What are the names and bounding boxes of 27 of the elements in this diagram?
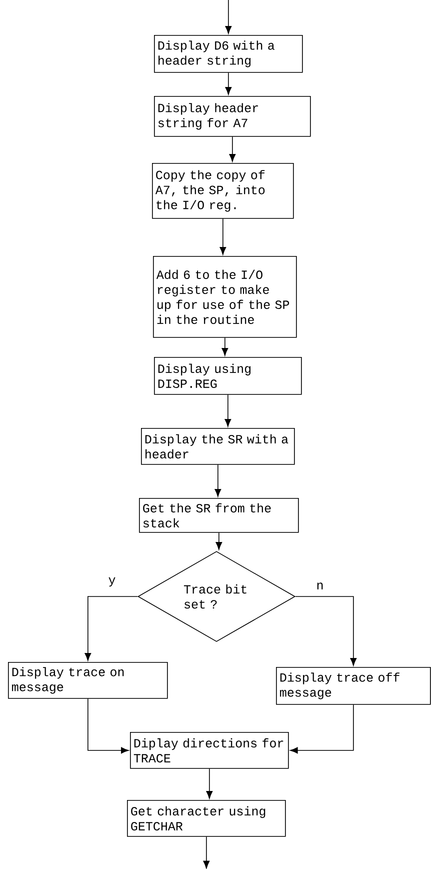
arrow xyxy=(224,394,232,427)
process-box: Add 6 to the I/O register to make up for use of the SP in the routine xyxy=(153,256,297,338)
process-box: Display using DISP.REG xyxy=(154,357,302,395)
edge-label: n xyxy=(315,582,325,590)
arrow xyxy=(84,596,138,661)
arrow xyxy=(203,836,210,869)
arrow xyxy=(225,72,232,95)
arrow xyxy=(225,0,232,34)
edge-label: y xyxy=(107,576,117,588)
process-box: Display D6 with a header string xyxy=(154,35,303,73)
arrow xyxy=(220,218,226,255)
arrow xyxy=(229,136,236,162)
arrow xyxy=(206,768,213,799)
process-box: Get character using GETCHAR xyxy=(127,800,286,837)
process-box: Get the SR from the stack xyxy=(139,498,299,533)
arrow xyxy=(216,532,222,550)
arrow xyxy=(214,464,222,497)
process-box: Display header string for A7 xyxy=(154,96,311,137)
arrow xyxy=(88,698,129,754)
process-box: Diplay directions for TRACE xyxy=(130,732,289,769)
process-box: Copy the copy of A7, the SP, into the I/O reg. xyxy=(152,163,294,219)
arrow xyxy=(295,596,357,666)
process-box: Display trace off message xyxy=(276,667,431,705)
process-box: Display trace on message xyxy=(8,662,168,699)
arrow xyxy=(290,704,354,754)
process-box: Display the SR with a header xyxy=(141,428,295,465)
arrow xyxy=(222,337,228,356)
